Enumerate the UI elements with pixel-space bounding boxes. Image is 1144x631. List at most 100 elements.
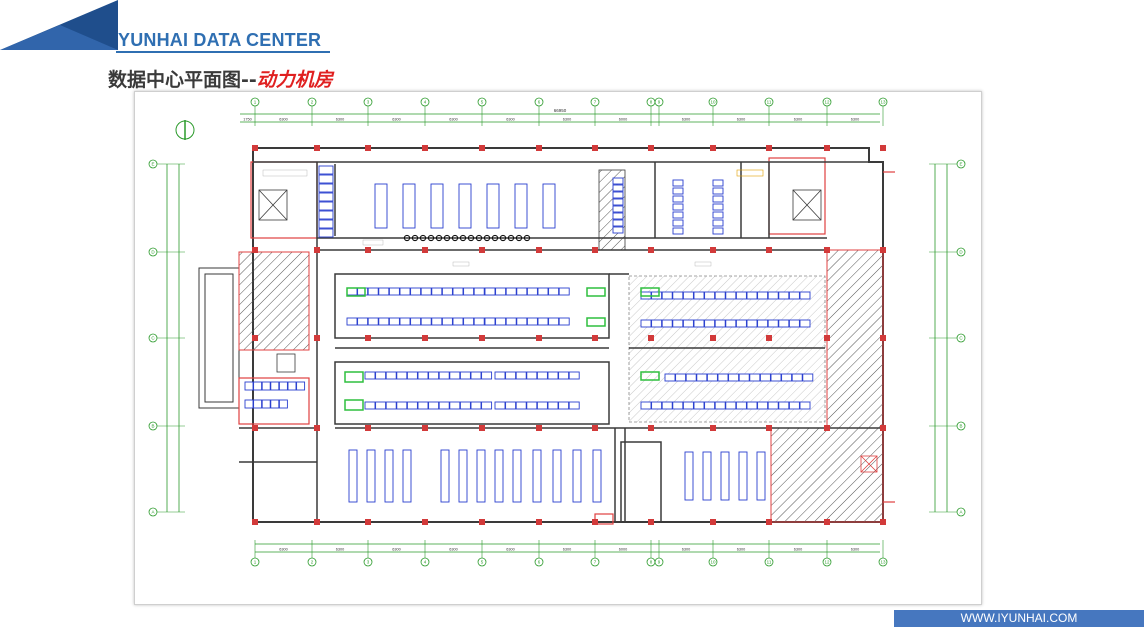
rack-unit: [431, 287, 443, 296]
rack-unit: [318, 201, 334, 211]
rack-unit: [651, 319, 663, 328]
rack-unit: [749, 373, 761, 382]
column-axis-label: 9: [658, 560, 661, 565]
rack-unit: [375, 371, 387, 380]
bay-dimension-bottom: 6300: [506, 548, 514, 552]
rack-unit: [757, 291, 769, 300]
rack-unit: [441, 287, 453, 296]
rack-unit: [476, 449, 486, 503]
rack-unit: [612, 191, 624, 199]
battery-unit: [467, 234, 475, 242]
rack-unit: [682, 291, 694, 300]
bay-dimension-bottom: 6300: [563, 548, 571, 552]
ups-cabinet: [514, 183, 528, 229]
rack-unit: [516, 317, 528, 326]
rack-unit: [495, 287, 507, 296]
rack-unit: [682, 401, 694, 410]
rack-unit: [536, 371, 548, 380]
ups-cabinet: [458, 183, 472, 229]
rack-unit: [396, 401, 408, 410]
corner-decoration: [0, 0, 118, 50]
column-marker: [252, 335, 258, 341]
bay-dimension-bottom: 6300: [449, 548, 457, 552]
rack-unit: [378, 317, 390, 326]
battery-unit: [499, 234, 507, 242]
column-marker: [766, 247, 772, 253]
rack-unit: [693, 291, 705, 300]
rack-unit: [278, 381, 288, 391]
rack-unit: [458, 449, 468, 503]
column-axis-label: 4: [424, 560, 427, 565]
bay-dimension-bottom: 6300: [682, 548, 690, 552]
bay-dimension-top: 6300: [449, 118, 457, 122]
column-marker: [592, 247, 598, 253]
rack-unit: [712, 203, 724, 211]
rack-unit: [712, 211, 724, 219]
rack-unit: [558, 371, 570, 380]
ups-cabinet: [486, 183, 500, 229]
rack-unit: [431, 317, 443, 326]
rack-unit: [261, 381, 271, 391]
rack-unit: [640, 401, 652, 410]
column-axis-label: 8: [650, 560, 653, 565]
bay-dimension-bottom: 6300: [851, 548, 859, 552]
rack-unit: [406, 401, 418, 410]
rack-unit: [402, 449, 412, 503]
rack-unit: [712, 195, 724, 203]
rack-unit: [244, 399, 254, 409]
rack-unit: [558, 317, 570, 326]
rack-unit: [672, 227, 684, 235]
rack-unit: [759, 373, 771, 382]
rack-unit: [738, 373, 750, 382]
rack-unit: [459, 371, 471, 380]
column-marker: [592, 425, 598, 431]
rack-unit: [704, 319, 716, 328]
column-marker: [314, 425, 320, 431]
rack-unit: [428, 371, 440, 380]
battery-unit: [435, 234, 443, 242]
column-marker: [365, 425, 371, 431]
rack-unit: [261, 399, 271, 409]
column-marker: [252, 247, 258, 253]
rack-unit: [693, 401, 705, 410]
rack-unit: [512, 449, 522, 503]
rack-unit: [558, 287, 570, 296]
rack-unit: [612, 198, 624, 206]
bay-dimension-top: 6300: [737, 118, 745, 122]
column-marker: [536, 519, 542, 525]
column-marker: [365, 145, 371, 151]
rack-unit: [484, 317, 496, 326]
column-marker: [422, 335, 428, 341]
battery-unit: [403, 234, 411, 242]
rack-unit: [612, 184, 624, 192]
rack-unit: [612, 226, 624, 234]
column-axis-label: 6: [538, 100, 541, 105]
rack-unit: [452, 317, 464, 326]
rack-unit: [756, 451, 766, 501]
rack-unit: [672, 179, 684, 187]
column-marker: [479, 335, 485, 341]
battery-unit: [491, 234, 499, 242]
rack-unit: [704, 291, 716, 300]
rack-unit: [270, 399, 280, 409]
rack-unit: [746, 291, 758, 300]
rack-unit: [470, 401, 482, 410]
rack-unit: [481, 371, 493, 380]
rack-unit: [714, 401, 726, 410]
column-marker: [536, 145, 542, 151]
rack-unit: [706, 373, 718, 382]
rack-unit: [728, 373, 740, 382]
footer-bar: WWW.IYUNHAI.COM: [894, 610, 1144, 627]
column-marker: [648, 247, 654, 253]
rack-unit: [449, 401, 461, 410]
bay-dimension-bottom: 6300: [336, 548, 344, 552]
rack-unit: [738, 451, 748, 501]
rack-unit: [357, 287, 369, 296]
rack-unit: [481, 401, 493, 410]
rack-unit: [672, 195, 684, 203]
battery-unit: [443, 234, 451, 242]
column-marker: [536, 247, 542, 253]
column-marker: [710, 247, 716, 253]
rack-unit: [505, 317, 517, 326]
rack-unit: [495, 317, 507, 326]
